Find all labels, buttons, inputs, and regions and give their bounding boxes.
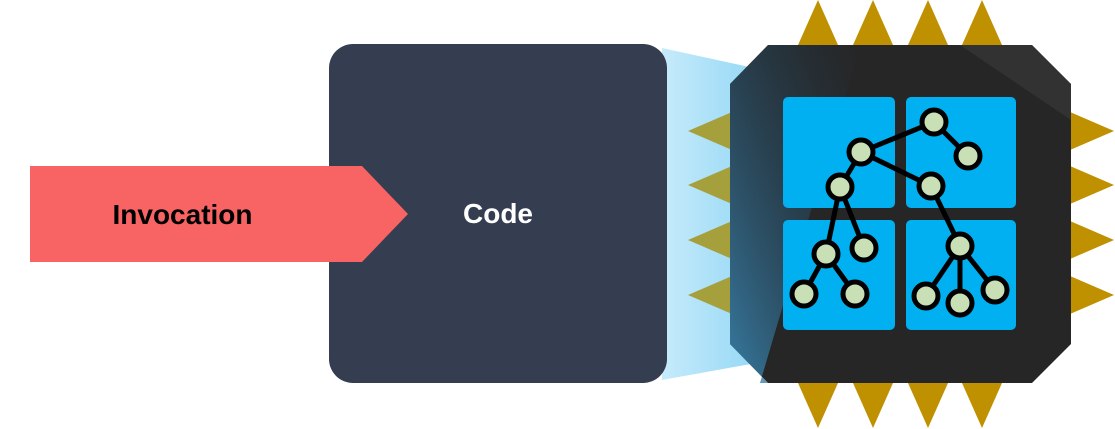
tree-node <box>840 279 870 309</box>
tree-node <box>980 275 1010 305</box>
tree-node <box>789 279 819 309</box>
tree-node <box>945 288 975 318</box>
tree-node <box>849 233 879 263</box>
tree-node <box>911 281 941 311</box>
tree-node <box>916 171 946 201</box>
chip-pins-right <box>1070 112 1114 314</box>
chip-tile <box>783 97 895 208</box>
tree-node <box>825 172 855 202</box>
code-label: Code <box>463 198 533 229</box>
tree-node <box>945 231 975 261</box>
code-box <box>329 44 667 383</box>
tree-node <box>846 137 876 167</box>
tree-node <box>919 107 949 137</box>
invocation-label: Invocation <box>112 199 253 230</box>
tree-node <box>953 141 983 171</box>
tree-nodes <box>789 107 1010 318</box>
chip-pins-left <box>688 112 732 314</box>
chip-pins-top <box>798 0 1002 45</box>
chip-body-highlight <box>768 45 1071 120</box>
invocation-arrow <box>30 166 408 262</box>
tree-node <box>811 239 841 269</box>
chip-pins-bottom <box>798 383 1002 428</box>
